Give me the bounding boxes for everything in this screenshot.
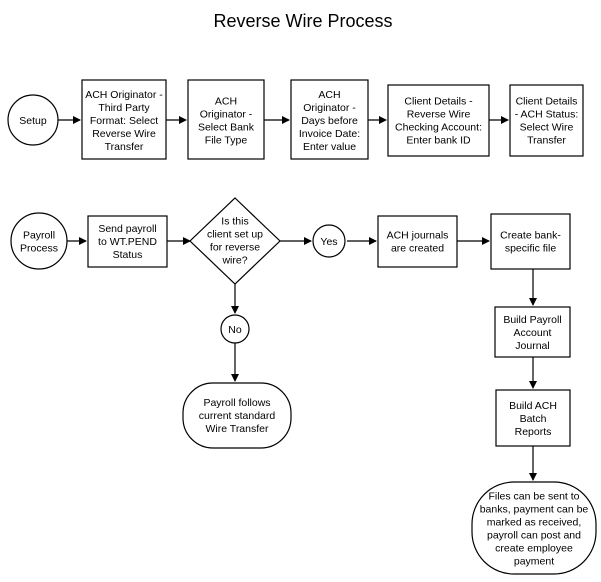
node-label-line: Build ACH (509, 400, 557, 412)
node-label-line: banks, payment can be (480, 504, 589, 516)
node-label-line: Enter bank ID (406, 135, 471, 147)
svg-text:Setup: Setup (19, 115, 47, 127)
node-label-line: ACH (215, 96, 237, 108)
node-label-line: Format: Select (90, 115, 158, 127)
node-label-line: Reverse Wire (407, 109, 471, 121)
node-label-line: Transfer (105, 141, 144, 153)
node-label-line: Process (20, 243, 58, 255)
node-yes: Yes (312, 224, 346, 258)
node-label-line: to WT.PEND (98, 236, 157, 248)
svg-text:Client Details- ACH Status:Sel: Client Details- ACH Status:Select WireTr… (515, 96, 579, 147)
node-label-line: Reports (515, 426, 552, 438)
node-label-line: Checking Account: (395, 122, 482, 134)
node-label-line: Batch (520, 413, 547, 425)
node-label-line: Enter value (303, 141, 356, 153)
node-label-line: Client Details - (404, 96, 473, 108)
node-label-line: specific file (505, 243, 557, 255)
node-label-line: Account (514, 327, 552, 339)
node-label-line: Status (113, 249, 143, 261)
node-label-line: Select Bank (198, 122, 255, 134)
node-setup: Setup (7, 94, 59, 146)
node-label-line: marked as received, (487, 517, 582, 529)
node-label-line: Third Party (98, 102, 150, 114)
node-label-line: payment (514, 556, 554, 568)
node-label-line: Files can be sent to (488, 491, 579, 503)
node-label-line: wire? (221, 255, 247, 267)
node-label-line: Journal (515, 340, 549, 352)
node-label-line: Transfer (527, 135, 566, 147)
node-label-line: Payroll (23, 230, 55, 242)
node-label-line: Days before (301, 115, 358, 127)
svg-text:Yes: Yes (320, 236, 337, 248)
node-label-line: Originator - (200, 109, 253, 121)
node-label-line: Setup (19, 115, 47, 127)
node-label-line: ACH Originator - (85, 89, 163, 101)
node-label-line: Is this (221, 216, 248, 228)
node-label-line: Invoice Date: (299, 128, 360, 140)
node-label-line: Send payroll (98, 223, 156, 235)
node-label-line: current standard (199, 410, 276, 422)
edges (57, 116, 537, 481)
node-label-line: - ACH Status: (515, 109, 579, 121)
node-label-line: Wire Transfer (205, 423, 269, 435)
node-label-line: client set up (207, 229, 263, 241)
node-label-line: Originator - (303, 102, 356, 114)
node-label-line: Build Payroll (503, 314, 561, 326)
node-label-line: Reverse Wire (92, 128, 156, 140)
svg-text:No: No (228, 324, 242, 336)
diagram-title: Reverse Wire Process (213, 11, 392, 31)
node-label-line: Client Details (516, 96, 578, 108)
node-label-line: Select Wire (520, 122, 574, 134)
node-no: No (220, 314, 250, 344)
node-create-bank-file: Create bank-specific file (490, 213, 571, 270)
node-label-line: Create bank- (500, 230, 561, 242)
node-label-line: ACH (318, 89, 340, 101)
node-label-line: for reverse (210, 242, 260, 254)
svg-text:Create bank-specific file: Create bank-specific file (500, 230, 561, 255)
node-label-line: Payroll follows (203, 397, 270, 409)
node-label-line: File Type (205, 135, 248, 147)
node-label-line: ACH journals (387, 230, 449, 242)
node-label-line: create employee (495, 543, 573, 555)
node-label-line: are created (391, 243, 444, 255)
node-label-line: Yes (320, 236, 337, 248)
node-label-line: No (228, 324, 242, 336)
node-label-line: payroll can post and (487, 530, 581, 542)
